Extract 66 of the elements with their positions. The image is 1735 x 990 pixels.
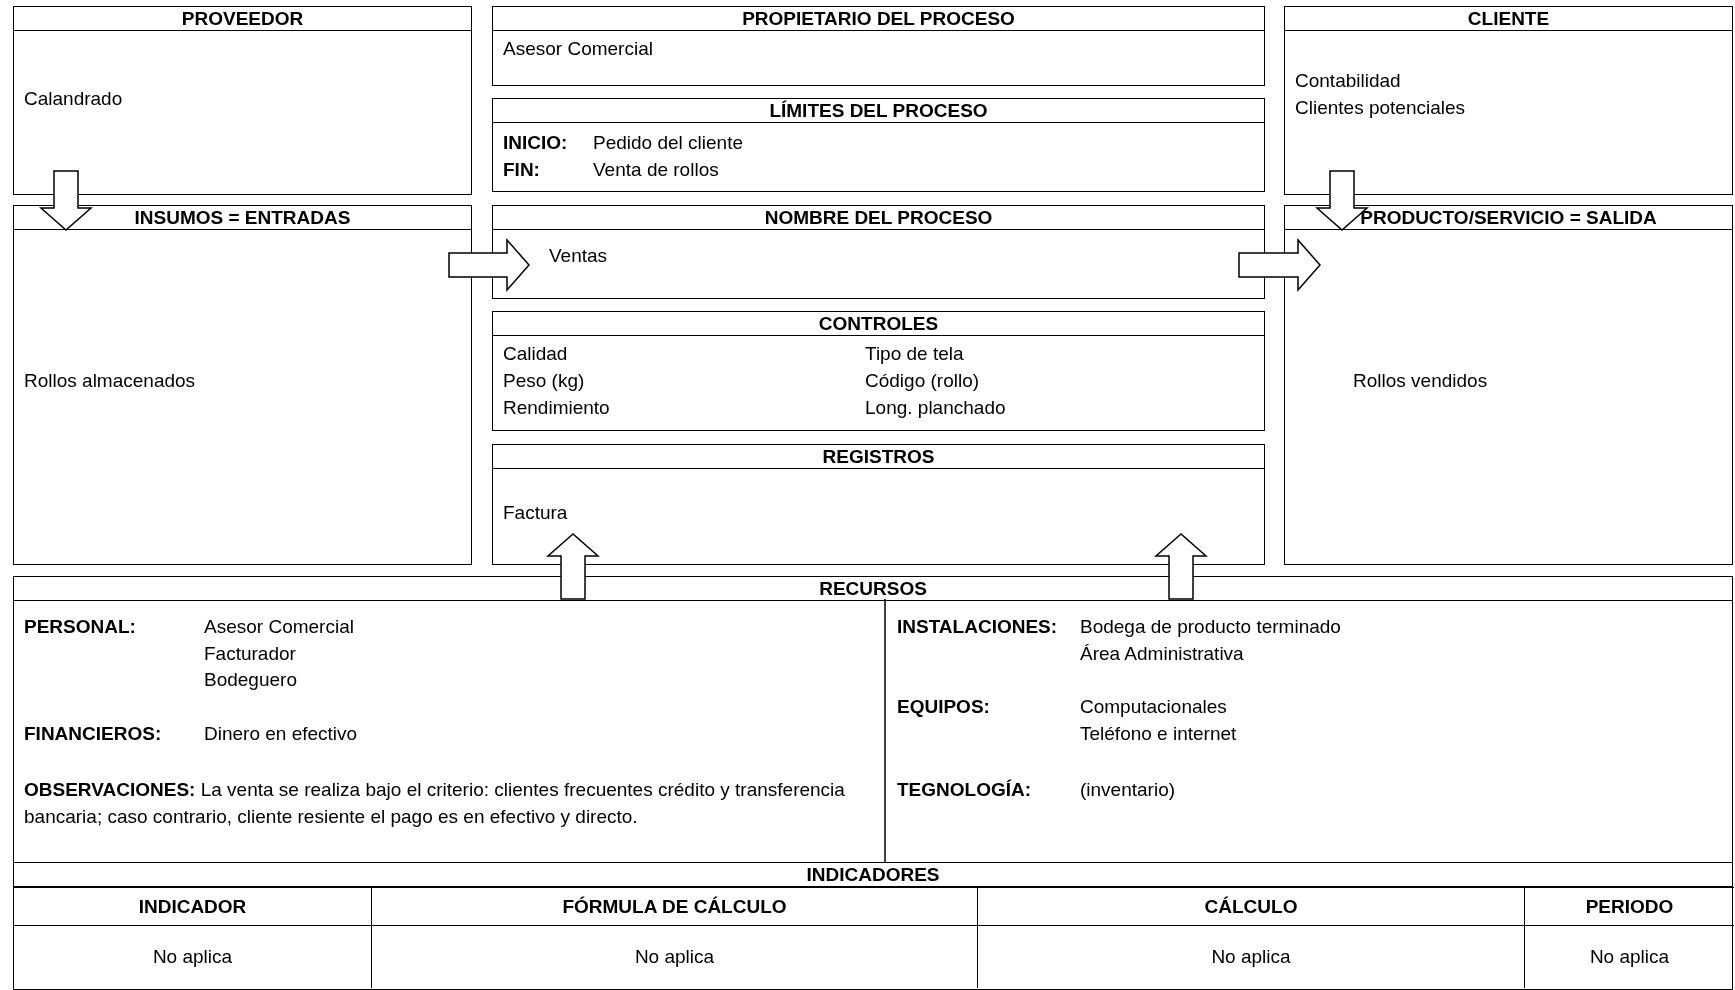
table-cell: No aplica [978, 925, 1525, 988]
field-text: Long. planchado [865, 396, 1006, 420]
field-text: Área Administrativa [1080, 642, 1244, 666]
field-text: Bodega de producto terminado [1080, 615, 1341, 639]
field-label: INICIO: [503, 131, 568, 155]
field-text: Facturador [204, 642, 296, 666]
section-title: CLIENTE [1285, 7, 1732, 31]
field-text: Tipo de tela [865, 342, 964, 366]
form-section [13, 205, 472, 565]
table-cell: No aplica [372, 925, 978, 988]
section-title: PROVEEDOR [14, 7, 471, 31]
field-text: Contabilidad [1295, 69, 1401, 93]
column-header: FÓRMULA DE CÁLCULO [372, 887, 978, 925]
block-arrow [546, 533, 600, 600]
form-section [1284, 205, 1733, 565]
block-arrow [1154, 533, 1208, 600]
field-text: Rendimiento [503, 396, 610, 420]
field-text: Dinero en efectivo [204, 722, 358, 746]
form-section [492, 205, 1265, 299]
section-title: PROPIETARIO DEL PROCESO [493, 7, 1264, 31]
field-text: Teléfono e internet [1080, 722, 1237, 746]
table-cell: No aplica [1525, 925, 1734, 988]
field-text: Calandrado [24, 87, 123, 111]
field-text: Ventas [549, 244, 608, 268]
block-arrow [39, 170, 93, 231]
field-text: (inventario) [1080, 778, 1176, 802]
field-text: Factura [503, 501, 568, 525]
field-text: Código (rollo) [865, 369, 980, 393]
table-cell: No aplica [14, 925, 372, 988]
form-section [13, 576, 1733, 864]
block-arrow [1238, 238, 1321, 292]
section-title: CONTROLES [493, 312, 1264, 336]
field-text: Asesor Comercial [503, 37, 653, 61]
section-title: REGISTROS [493, 445, 1264, 469]
form-section [492, 444, 1265, 565]
section-title: NOMBRE DEL PROCESO [493, 206, 1264, 230]
block-arrow [1315, 170, 1369, 231]
field-label: TEGNOLOGÍA: [897, 778, 1032, 802]
form-section [1284, 6, 1733, 195]
form-section [492, 6, 1265, 86]
field-text: Pedido del cliente [593, 131, 743, 155]
block-arrow [448, 238, 530, 292]
form-section [492, 98, 1265, 192]
form-section [492, 311, 1265, 431]
form-section [13, 6, 472, 195]
field-text: Asesor Comercial [204, 615, 354, 639]
field-text: OBSERVACIONES: La venta se realiza bajo el criterio: clientes frecuentes crédito y transferencia bancaria; caso contrario, cliente resiente el pago es en efectivo y directo. [24, 778, 846, 829]
field-text: Peso (kg) [503, 369, 585, 393]
field-text: Calidad [503, 342, 568, 366]
column-header: PERIODO [1525, 887, 1734, 925]
field-text: Rollos vendidos [1353, 369, 1488, 393]
field-text: Computacionales [1080, 695, 1227, 719]
field-label: INSTALACIONES: [897, 615, 1058, 639]
field-text: Venta de rollos [593, 158, 719, 182]
column-header: CÁLCULO [978, 887, 1525, 925]
field-label: EQUIPOS: [897, 695, 990, 719]
field-label: FIN: [503, 158, 540, 182]
field-label: PERSONAL: [24, 615, 136, 639]
section-title: LÍMITES DEL PROCESO [493, 99, 1264, 123]
field-label: FINANCIEROS: [24, 722, 162, 746]
column-header: INDICADOR [14, 887, 372, 925]
field-text: Rollos almacenados [24, 369, 196, 393]
form-section [13, 862, 1733, 990]
field-text: Clientes potenciales [1295, 96, 1466, 120]
field-text: Bodeguero [204, 668, 297, 692]
section-title: INDICADORES [14, 863, 1732, 887]
